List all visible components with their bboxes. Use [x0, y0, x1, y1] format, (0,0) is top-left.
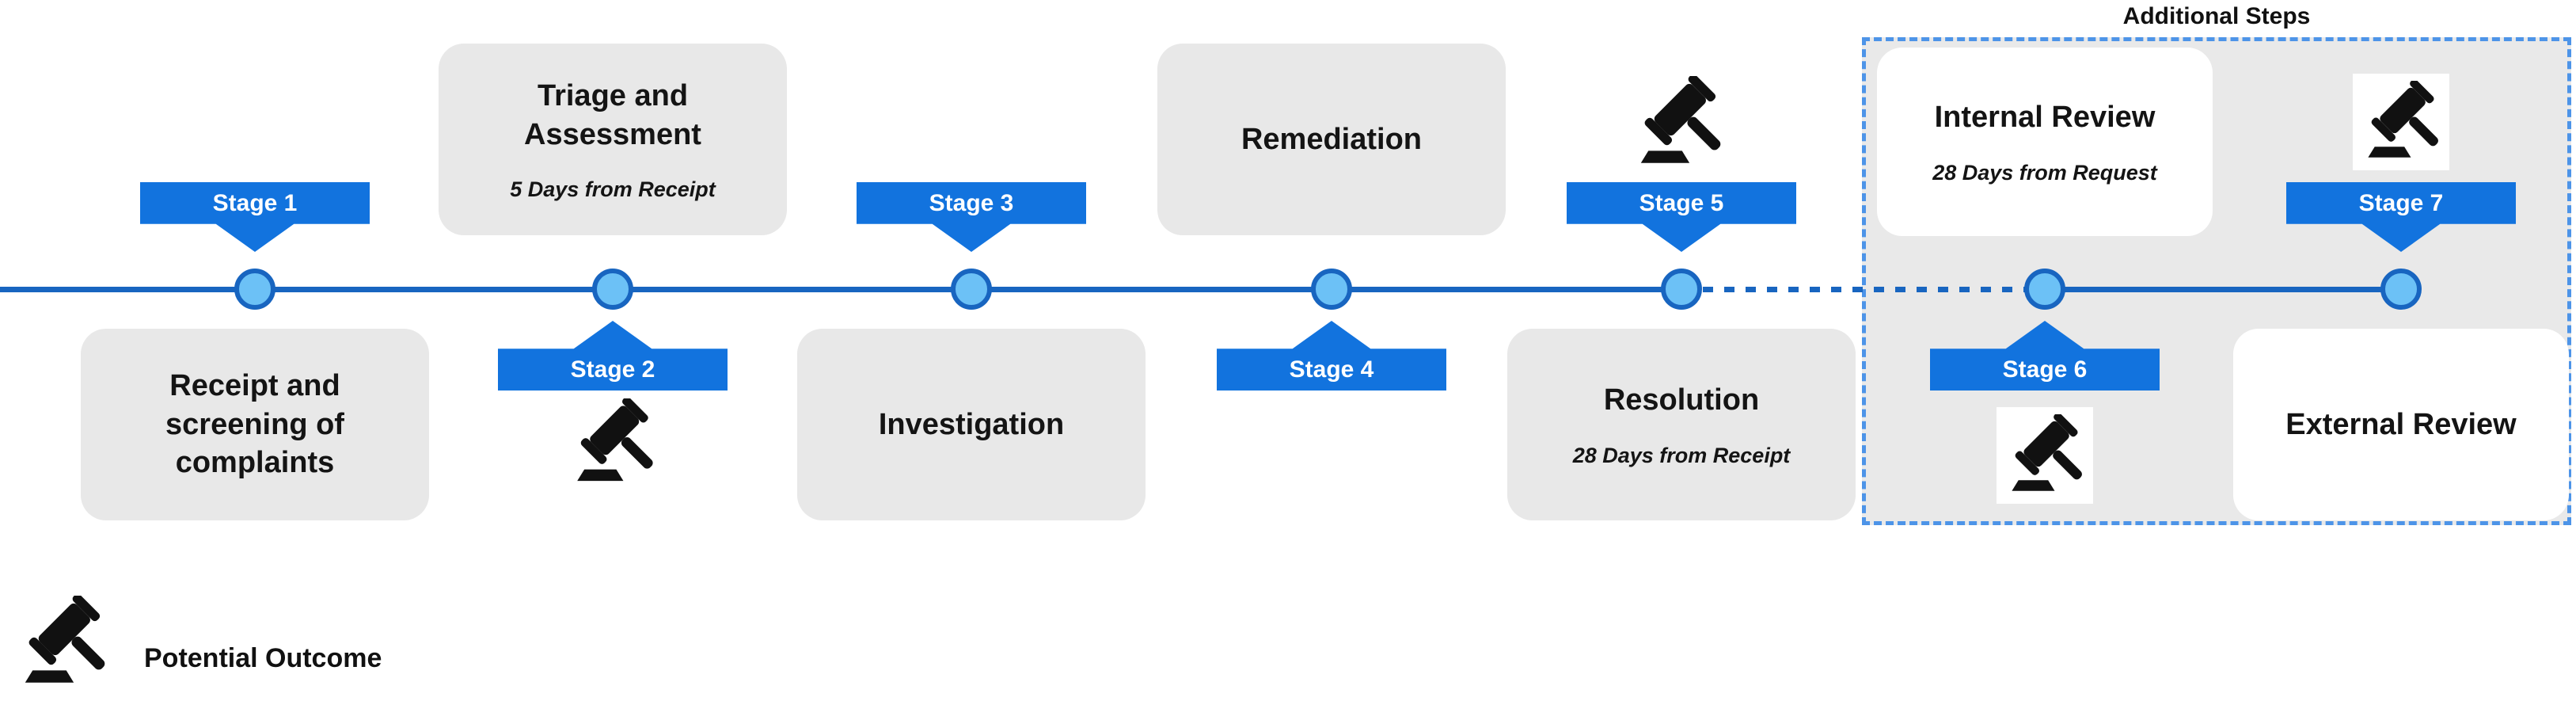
milestone-internal-review-title: Internal Review [1934, 101, 2156, 135]
stage-1-banner: Stage 1 [140, 182, 370, 252]
milestone-resolution-box: Resolution 28 Days from Receipt [1507, 329, 1856, 520]
milestone-external-review-box: External Review [2233, 329, 2569, 520]
stage-5-label: Stage 5 [1639, 190, 1724, 216]
milestone-external-review-title: External Review [2285, 407, 2517, 441]
milestone-triage-assessment-box: Triage and Assessment 5 Days from Receip… [439, 44, 787, 235]
timeline-node-stage-7 [2380, 269, 2422, 310]
milestone-triage-assessment-title: Triage and Assessment [524, 78, 701, 151]
stage-7-label: Stage 7 [2358, 190, 2444, 216]
milestone-internal-review-subtitle: 28 Days from Request [1932, 160, 2157, 185]
stage-1-label: Stage 1 [212, 190, 298, 216]
timeline-node-stage-3 [951, 269, 992, 310]
legend-label: Potential Outcome [144, 643, 382, 673]
timeline-node-stage-2 [592, 269, 633, 310]
stage-6-label: Stage 6 [2002, 356, 2088, 383]
stage-5-gavel-icon [1632, 76, 1725, 170]
milestone-remediation-title: Remediation [1241, 122, 1423, 156]
timeline-node-stage-1 [234, 269, 275, 310]
milestone-investigation-box: Investigation [797, 329, 1146, 520]
milestone-investigation-title: Investigation [878, 407, 1065, 441]
milestone-receipt-screening-box: Receipt and screening of complaints [81, 329, 429, 520]
timeline-node-stage-4 [1311, 269, 1352, 310]
milestone-triage-assessment-subtitle: 5 Days from Receipt [510, 177, 716, 202]
stage-7-gavel-icon [2353, 74, 2449, 170]
timeline-dashed-segment [1681, 287, 2045, 292]
milestone-resolution-title: Resolution [1603, 383, 1760, 417]
stage-5-banner: Stage 5 [1567, 182, 1796, 252]
stage-4-banner: Stage 4 [1217, 321, 1446, 391]
stage-2-banner: Stage 2 [498, 321, 728, 391]
stage-3-label: Stage 3 [929, 190, 1014, 216]
milestone-receipt-screening-title: Receipt and screening of complaints [165, 369, 344, 480]
timeline-node-stage-6 [2024, 269, 2065, 310]
timeline-solid-segment-2 [2045, 287, 2403, 292]
milestone-internal-review-box: Internal Review 28 Days from Request [1877, 48, 2213, 236]
stage-6-gavel-icon [1997, 407, 2093, 504]
timeline-solid-segment-1 [0, 287, 1681, 292]
additional-steps-title: Additional Steps [2122, 3, 2311, 29]
timeline-node-stage-5 [1661, 269, 1702, 310]
stage-3-banner: Stage 3 [857, 182, 1086, 252]
legend-gavel-icon [16, 596, 109, 689]
stage-4-label: Stage 4 [1289, 356, 1374, 383]
milestone-resolution-subtitle: 28 Days from Receipt [1572, 443, 1791, 467]
milestone-remediation-box: Remediation [1157, 44, 1506, 235]
stage-2-label: Stage 2 [570, 356, 655, 383]
stage-2-gavel-icon [568, 398, 657, 487]
